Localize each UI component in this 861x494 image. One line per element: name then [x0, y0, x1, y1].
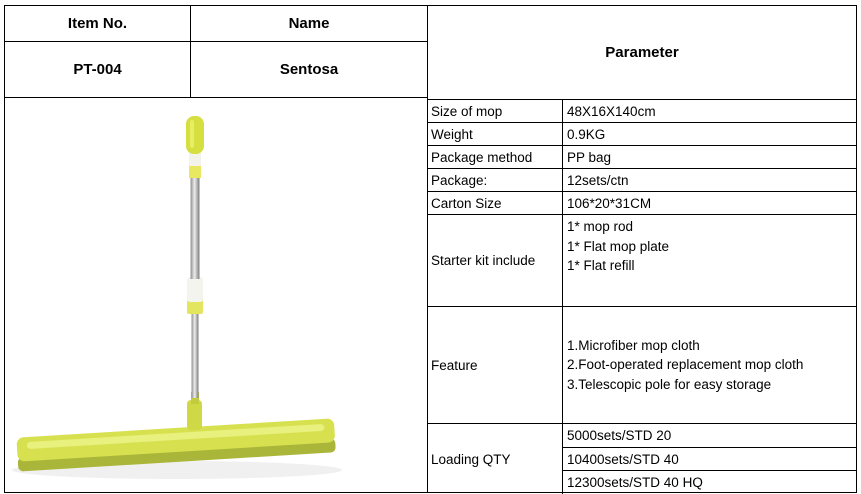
name-value: Sentosa	[279, 61, 339, 78]
mop-mid-connector-band	[187, 300, 203, 314]
item-no-value: PT-004	[5, 42, 191, 97]
param-row-loading-qty: Loading QTY 5000sets/STD 20 10400sets/ST…	[428, 424, 856, 494]
param-value: 1* mop rod 1* Flat mop plate 1* Flat ref…	[563, 215, 856, 306]
param-row-package: Package: 12sets/ctn	[428, 169, 856, 192]
param-label: Carton Size	[428, 192, 563, 214]
mop-mid-connector	[187, 277, 203, 302]
param-row-size: Size of mop 48X16X140cm	[428, 100, 856, 123]
mop-handle-cap	[186, 116, 204, 154]
item-no-header-cell: Item No.	[5, 6, 191, 42]
param-label: Weight	[428, 123, 563, 145]
param-label: Package:	[428, 169, 563, 191]
product-image-cell	[4, 97, 428, 493]
mop-upper-pole	[190, 177, 200, 279]
param-value: 0.9KG	[567, 126, 606, 142]
item-header-table: Item No. Name PT-004 Sentosa	[4, 5, 428, 98]
feature-line: 1.Microfiber mop cloth	[567, 337, 700, 353]
feature-line: 2.Foot-operated replacement mop cloth	[567, 357, 804, 373]
param-label: Size of mop	[428, 100, 563, 122]
mop-illustration	[12, 116, 342, 479]
mop-lower-pole	[191, 312, 199, 398]
parameter-header: Parameter	[428, 6, 856, 100]
param-value: 5000sets/STD 20 10400sets/STD 40 12300se…	[563, 424, 856, 494]
param-label: Package method	[428, 146, 563, 168]
loading-qty-value: 10400sets/STD 40	[563, 448, 856, 472]
param-value: 1.Microfiber mop cloth 2.Foot-operated r…	[563, 307, 856, 423]
mop-base-plate	[16, 418, 336, 472]
mop-joint	[187, 400, 202, 430]
param-row-carton-size: Carton Size 106*20*31CM	[428, 192, 856, 215]
param-row-starter-kit: Starter kit include 1* mop rod 1* Flat m…	[428, 215, 856, 307]
param-value: 106*20*31CM	[567, 195, 652, 211]
param-row-feature: Feature 1.Microfiber mop cloth 2.Foot-op…	[428, 307, 856, 424]
starter-kit-line: 1* mop rod	[567, 219, 634, 234]
loading-qty-value: 5000sets/STD 20	[563, 424, 856, 448]
parameter-table: Parameter Size of mop 48X16X140cm Weight…	[427, 5, 857, 494]
name-header-cell: Name	[191, 6, 427, 42]
param-row-package-method: Package method PP bag	[428, 146, 856, 169]
starter-kit-line: 1* Flat mop plate	[567, 238, 670, 254]
param-label: Feature	[428, 307, 563, 423]
param-value: 48X16X140cm	[567, 103, 656, 119]
param-value: 12sets/ctn	[567, 172, 629, 188]
param-label: Starter kit include	[428, 215, 563, 306]
starter-kit-line: 1* Flat refill	[567, 258, 635, 273]
feature-line: 3.Telescopic pole for easy storage	[567, 376, 772, 392]
param-value: PP bag	[567, 149, 612, 165]
param-label: Loading QTY	[428, 424, 563, 494]
param-row-weight: Weight 0.9KG	[428, 123, 856, 146]
loading-qty-value: 12300sets/STD 40 HQ	[567, 475, 703, 491]
